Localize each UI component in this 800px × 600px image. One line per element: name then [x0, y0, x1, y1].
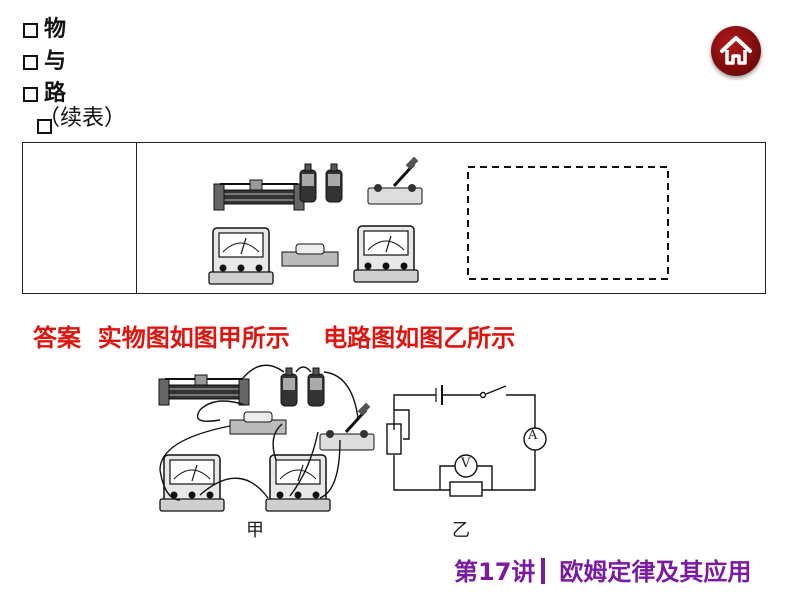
row-label-column: 物 与 路 — [23, 14, 66, 142]
missing-glyph-box — [23, 22, 38, 38]
figure-yi-label: 乙 — [452, 520, 470, 541]
drawing-area-box — [467, 166, 669, 280]
figure-jia-circuit — [158, 364, 376, 512]
ammeter-label: A — [528, 428, 538, 443]
lecture-topic: 欧姆定律及其应用 — [559, 558, 752, 586]
missing-glyph-box — [37, 118, 52, 134]
home-icon — [720, 36, 752, 65]
missing-glyph-box — [23, 86, 38, 102]
figure-yi-schematic — [386, 385, 547, 497]
continued-label: （续表） — [38, 106, 127, 131]
figure-jia-label: 甲 — [246, 520, 264, 541]
answer-text: 答案 实物图如图甲所示 电路图如图乙所示 — [33, 324, 516, 352]
table-divider — [136, 143, 137, 293]
footer-divider — [541, 558, 546, 584]
row-label-line — [23, 110, 66, 142]
chapter-footer: 第17讲欧姆定律及其应用 — [454, 552, 751, 587]
home-button[interactable] — [711, 26, 761, 76]
missing-glyph-box — [23, 54, 38, 70]
row-label-line: 与 — [23, 46, 66, 78]
row-label-line: 物 — [23, 14, 66, 46]
lecture-number: 第17讲 — [454, 558, 536, 586]
voltmeter-label: V — [461, 456, 471, 471]
experiment-table — [22, 142, 766, 294]
row-label-line: 路 — [23, 78, 66, 110]
